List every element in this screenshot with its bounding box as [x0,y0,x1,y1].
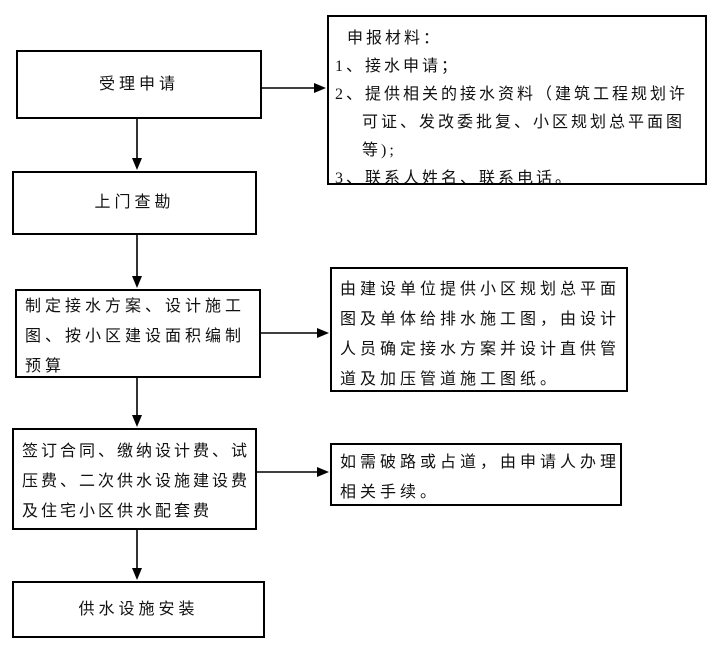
step-label: 受理申请 [98,75,179,93]
step-box-facility-installation: 供水设施安装 [12,581,265,638]
arrow-step4-to-step5 [132,530,142,580]
arrow-step1-to-step2 [132,119,142,170]
note-box-design-drawings: 由建设单位提供小区规划总平面 图及单体给排水施工图，由设计 人员确定接水方案并设… [330,267,628,392]
step-box-plan-design-budget: 制定接水方案、设计施工 图、按小区建设面积编制 预算 [15,289,261,378]
text-line: 1、接水申请； [335,58,461,75]
step-box-contract-fees: 签订合同、缴纳设计费、试 压费、二次供水设施建设费 及住宅小区供水配套费 [12,428,257,530]
text-line: 如需破路或占道，由申请人办理 [340,454,621,471]
text-line: 相关手续。 [340,484,441,501]
note-box-application-materials: 申报材料： 1、接水申请； 2、提供相关的接水资料（建筑工程规划许 可证、发改委… [327,15,707,185]
arrow-step3-to-step4 [132,378,142,427]
note-heading: 申报材料： [347,30,443,47]
step-label: 上门查勘 [94,194,175,211]
note-item: 2、提供相关的接水资料（建筑工程规划许 可证、发改委批复、小区规划总平面图 等)… [335,81,699,165]
text-line: 3、联系人姓名、联系电话。 [335,170,575,185]
text-line: 2、提供相关的接水资料（建筑工程规划许 [335,86,689,103]
arrow-step2-to-step3 [132,235,142,288]
arrow-step4-to-note3 [257,467,329,477]
note-item: 1、接水申请； [335,53,699,81]
arrow-step1-to-note1 [262,83,326,93]
step-box-accept-application: 受理申请 [16,50,262,119]
text-line: 签订合同、缴纳设计费、试 [22,443,251,460]
text-line: 预算 [25,358,66,375]
note-box-road-occupation: 如需破路或占道，由申请人办理 相关手续。 [330,443,622,506]
text-line: 道及加压管道施工图纸。 [340,371,561,388]
text-line: 及住宅小区供水配套费 [22,503,213,520]
note-item: 3、联系人姓名、联系电话。 [335,165,699,185]
text-line: 由建设单位提供小区规划总平面 [340,281,621,298]
step-box-site-survey: 上门查勘 [12,171,257,235]
text-line: 人员确定接水方案并设计直供管 [340,341,621,358]
text-line: 压费、二次供水设施建设费 [22,473,251,490]
text-line: 可证、发改委批复、小区规划总平面图 [362,114,686,131]
arrow-step3-to-note2 [261,328,329,338]
text-line: 图、按小区建设面积编制 [25,328,246,345]
text-line: 制定接水方案、设计施工 [25,298,246,315]
step-label: 供水设施安装 [78,600,199,618]
text-line: 图及单体给排水施工图，由设计 [340,311,621,328]
text-line: 等); [362,142,397,159]
